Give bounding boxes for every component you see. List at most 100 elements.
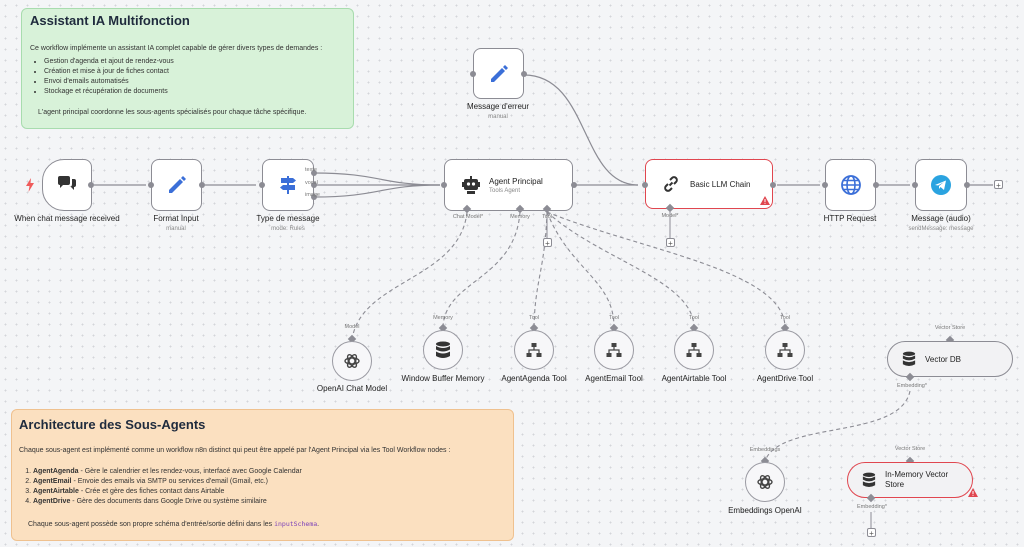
output-port[interactable]	[770, 182, 776, 188]
node-agentemail-tool[interactable]	[594, 330, 634, 370]
sticky-intro: Ce workflow implémente un assistant IA c…	[30, 45, 323, 52]
input-port[interactable]	[822, 182, 828, 188]
robot-icon	[462, 176, 480, 194]
port-label: Embedding*	[897, 383, 927, 389]
telegram-icon	[931, 175, 951, 195]
port-label: Chat Model*	[452, 214, 484, 220]
lightning-icon	[26, 178, 34, 192]
node-label: AgentDrive Tool	[756, 374, 814, 383]
node-label: Window Buffer Memory	[401, 374, 485, 383]
node-label: Message (audio)	[911, 214, 971, 223]
list-item: AgentEmail - Envoie des emails via SMTP …	[33, 477, 523, 487]
output-label-image: image	[305, 192, 320, 198]
node-label: In-Memory Vector Store	[885, 470, 949, 489]
pencil-icon	[168, 176, 186, 193]
port-label: Embeddings	[749, 447, 781, 453]
add-model-button[interactable]: +	[666, 238, 675, 248]
port-label: Tool	[541, 214, 553, 220]
node-label: Embeddings OpenAI	[728, 506, 802, 515]
pencil-icon	[490, 64, 508, 82]
node-message-erreur[interactable]	[473, 48, 524, 99]
globe-icon	[840, 175, 861, 195]
node-message-audio[interactable]	[915, 159, 967, 211]
input-port[interactable]	[470, 71, 476, 77]
node-chat-trigger[interactable]	[42, 159, 92, 211]
output-port[interactable]	[964, 182, 970, 188]
input-port[interactable]	[441, 182, 447, 188]
signpost-icon	[280, 176, 296, 194]
chat-bubbles-icon	[58, 176, 76, 190]
node-embeddings-openai[interactable]	[745, 462, 785, 502]
warning-icon	[760, 196, 770, 205]
node-format-input[interactable]	[151, 159, 202, 211]
input-port[interactable]	[912, 182, 918, 188]
node-agentagenda-tool[interactable]	[514, 330, 554, 370]
output-label-vocal: vocal	[305, 180, 318, 186]
node-label: Format Input	[153, 214, 199, 223]
sticky-note-architecture[interactable]: Architecture des Sous-Agents Chaque sous…	[11, 409, 514, 541]
node-agentairtable-tool[interactable]	[674, 330, 714, 370]
sticky-footer: L'agent principal coordonne les sous-age…	[38, 109, 307, 116]
output-port[interactable]	[571, 182, 577, 188]
output-port[interactable]	[199, 182, 205, 188]
add-embedding-button[interactable]: +	[867, 528, 876, 538]
sitemap-icon	[526, 343, 542, 357]
list-item: Gestion d'agenda et ajout de rendez-vous	[44, 57, 364, 67]
node-label: Vector DB	[925, 354, 962, 364]
node-label: When chat message received	[14, 214, 120, 223]
output-label-texte: texte	[305, 167, 317, 173]
output-port-vocal[interactable]	[311, 182, 317, 188]
port-label: Tool	[779, 315, 791, 321]
sticky-bullet-list: Gestion d'agenda et ajout de rendez-vous…	[30, 57, 364, 97]
node-openai-chat-model[interactable]	[332, 341, 372, 381]
database-icon	[436, 341, 450, 358]
output-port[interactable]	[521, 71, 527, 77]
node-agentdrive-tool[interactable]	[765, 330, 805, 370]
link-icon	[664, 176, 678, 192]
node-basic-llm-chain[interactable]: Basic LLM Chain	[645, 159, 773, 209]
input-port[interactable]	[642, 182, 648, 188]
output-port-texte[interactable]	[311, 170, 317, 176]
port-label: Model*	[661, 213, 679, 219]
port-label: Model	[344, 324, 360, 330]
sticky-footer: Chaque sous-agent possède son propre sch…	[28, 520, 320, 528]
output-port-image[interactable]	[311, 194, 317, 200]
add-node-button[interactable]: +	[994, 180, 1003, 190]
input-port[interactable]	[148, 182, 154, 188]
sticky-title: Architecture des Sous-Agents	[19, 417, 206, 432]
node-in-memory-vector-store[interactable]: In-Memory Vector Store	[847, 462, 973, 498]
warning-icon	[968, 488, 978, 497]
node-label: Agent Principal	[489, 176, 543, 186]
node-label: AgentAirtable Tool	[661, 374, 727, 383]
node-subtitle: mode: Rules	[271, 226, 305, 232]
openai-icon	[757, 475, 773, 489]
openai-icon	[344, 354, 360, 368]
node-subtitle: sendMessage: message	[908, 226, 974, 232]
node-window-buffer-memory[interactable]	[423, 330, 463, 370]
output-port[interactable]	[873, 182, 879, 188]
node-label: AgentAgenda Tool	[501, 374, 567, 383]
node-http-request[interactable]	[825, 159, 876, 211]
node-agent-principal[interactable]: Agent Principal Tools Agent	[444, 159, 573, 211]
input-port[interactable]	[259, 182, 265, 188]
node-subtitle: manual	[488, 114, 508, 120]
node-vector-db[interactable]: Vector DB	[887, 341, 1013, 377]
sticky-note-overview[interactable]: Assistant IA Multifonction Ce workflow i…	[21, 8, 354, 129]
list-item: Création et mise à jour de fiches contac…	[44, 67, 364, 77]
port-label: Embedding*	[857, 504, 887, 510]
port-label: Tool	[528, 315, 540, 321]
output-port[interactable]	[88, 182, 94, 188]
list-item: Stockage et récupération de documents	[44, 87, 364, 97]
node-label: Message d'erreur	[467, 102, 529, 111]
add-tool-button[interactable]: +	[543, 238, 552, 248]
node-subtitle: Tools Agent	[489, 187, 521, 194]
sitemap-icon	[686, 343, 702, 357]
node-type-message[interactable]	[262, 159, 314, 211]
list-item: AgentAirtable - Crée et gère des fiches …	[33, 487, 523, 497]
list-item: AgentAgenda - Gère le calendrier et les …	[33, 467, 523, 477]
list-item: Envoi d'emails automatisés	[44, 77, 364, 87]
node-label: HTTP Request	[823, 214, 877, 223]
sticky-agent-list: AgentAgenda - Gère le calendrier et les …	[19, 467, 523, 507]
node-label: OpenAI Chat Model	[316, 384, 388, 393]
node-label: AgentEmail Tool	[585, 374, 643, 383]
